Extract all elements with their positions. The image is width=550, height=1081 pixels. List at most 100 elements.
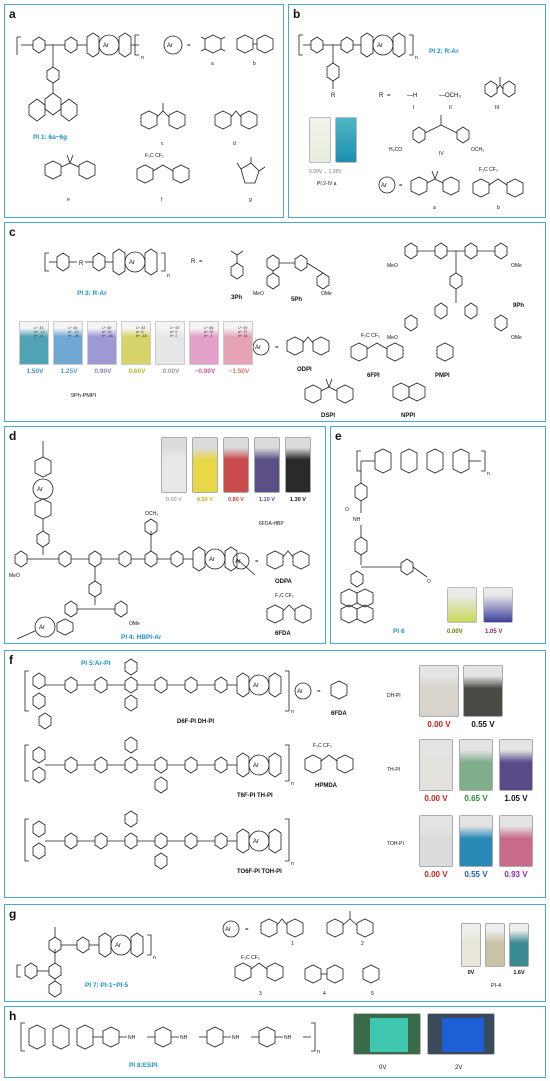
equals-sign: =	[187, 43, 191, 49]
voltage-label: 0V	[467, 970, 475, 976]
voltage-label: 0.00 V	[424, 794, 448, 803]
polymer-label: PI 2: R-Ar	[429, 48, 459, 55]
vial	[223, 437, 249, 493]
ar-label-a: a	[433, 205, 436, 211]
lab-values: L*: 46 a*: -10 b*: -28	[68, 326, 79, 338]
repeat-n: n	[167, 273, 170, 279]
meo-9ph-1: MeO	[387, 263, 398, 269]
name-d6f: D6F-PI DH-PI	[177, 719, 214, 725]
voltage-1: 2V	[455, 1065, 462, 1071]
panel-h: h NH NH NH NH n PI 8:ESPI	[4, 1006, 546, 1078]
panel-a: a Ar n PI 1: 6a~6g Ar =	[4, 4, 284, 218]
ar-label-4: 4	[323, 991, 326, 997]
meo-label: MeO	[9, 573, 20, 579]
roman-ii: II	[449, 105, 452, 111]
ar-label-a: a	[211, 61, 214, 67]
panel-letter: f	[9, 653, 13, 667]
voltage-label: 0.80 V	[228, 497, 244, 503]
equals-sign-2: =	[275, 345, 279, 351]
panel-e: e n NH O O PI	[330, 426, 546, 644]
repeat-n-2: n	[291, 781, 294, 787]
sample-caption: 6FDA-HBP	[259, 521, 284, 527]
nh-2: NH	[180, 1035, 188, 1041]
polymer-label: PI 1: 6a~6g	[33, 134, 67, 141]
vial	[161, 437, 187, 493]
cf3-label: F₃C CF₃	[479, 167, 498, 173]
voltage-label: 1.05 V	[504, 794, 528, 803]
voltage-label: 1.30 V	[290, 497, 306, 503]
ar-row3: Ar	[253, 839, 259, 845]
repeat-n: n	[317, 1049, 320, 1055]
lab-values: L*: 60 a*: 37 b*: 16	[238, 326, 248, 338]
ar-label-b: b	[497, 205, 500, 211]
panel-c: c R Ar n PI 3: R-Ar R = 3Ph MeO OMe 5Ph	[4, 222, 546, 422]
panel-letter: d	[9, 429, 17, 443]
lab-values: L*: 83 a*: 8 b*: -18	[136, 326, 147, 338]
ar-dspi: DSPI	[321, 413, 335, 419]
sample-caption: PI-4	[490, 983, 502, 989]
ar-row2: Ar	[253, 763, 259, 769]
ar-label-b: b	[253, 61, 256, 67]
ar-right: Ar	[209, 557, 215, 563]
vial-neutral	[309, 117, 331, 163]
voltage-label: 0.50 V	[197, 497, 213, 503]
equals-sign: =	[245, 927, 249, 933]
lab-values: L*: 60 a*: 10 b*: -36	[102, 326, 113, 338]
voltage-1: 1.05 V	[485, 629, 502, 635]
voltage-label: 0.00 V	[166, 497, 182, 503]
vial	[285, 437, 311, 493]
meo-9ph-2: MeO	[387, 335, 398, 341]
ar-label-c: c	[161, 141, 164, 147]
panel-letter: c	[9, 225, 16, 239]
ar-circle-label: Ar	[381, 183, 387, 189]
ar-label-f: f	[161, 197, 163, 203]
colour-swatch: L*: 45 a*: -13 b*: -8	[19, 321, 49, 365]
cf3-label: F₃C CF₃	[361, 333, 380, 339]
roman-iv: IV	[439, 151, 444, 157]
sub-9ph: 9Ph	[513, 303, 524, 309]
equals-sign: =	[317, 689, 321, 695]
vial	[254, 437, 280, 493]
voltage-label: −1.50V	[228, 368, 250, 375]
cf3-label: F₃C CF₃	[241, 955, 260, 961]
sample-dh: DH-PI	[387, 693, 401, 699]
ar-circle-label: Ar	[255, 345, 261, 351]
colour-swatch: L*: 60 a*: 37 b*: 16	[223, 321, 253, 365]
repeat-n-3: n	[291, 861, 294, 867]
repeat-n: n	[141, 55, 144, 61]
och3-label: OCH₃	[471, 147, 484, 153]
nh-1: NH	[128, 1035, 136, 1041]
ar-label: Ar	[103, 43, 109, 49]
panel-letter: h	[9, 1009, 17, 1023]
voltage-label: 0.00 V	[424, 870, 448, 879]
ar-odpi: ODPI	[297, 367, 312, 373]
d6f-pi-structure	[24, 658, 290, 730]
film-neutral	[353, 1013, 421, 1055]
repeat-n: n	[153, 955, 156, 961]
panel-c-structures: R Ar n PI 3: R-Ar R = 3Ph MeO OMe 5Ph Me…	[44, 242, 524, 419]
ome-9ph-1: OMe	[511, 263, 522, 269]
vial-oxidized	[335, 117, 357, 163]
ar-odpa: ODPA	[275, 579, 293, 585]
panel-letter: e	[335, 429, 342, 443]
voltage-label: 0.00 V	[427, 720, 451, 729]
panel-e-structures: n NH O O PI 6	[340, 448, 490, 635]
sub-och3: —OCH₃	[439, 93, 461, 99]
cf3-label: F₃C CF₃	[275, 593, 294, 599]
voltage-range: 0.00V→ 1.28V	[309, 169, 342, 175]
roman-i: I	[413, 105, 414, 111]
colour-swatch: L*: 60 a*: 10 b*: -36	[87, 321, 117, 365]
ar-label: Ar	[129, 260, 135, 266]
ar-hpmda: HPMDA	[315, 783, 338, 789]
lab-values: L*: 66 a*: 32 b*: -1	[204, 326, 214, 338]
vial	[499, 739, 533, 791]
repeat-n-1: n	[291, 709, 294, 715]
r-equals: R	[191, 259, 196, 265]
polymer-label: PI 6	[393, 628, 405, 635]
ome-label: OMe	[129, 621, 140, 627]
vial	[459, 815, 493, 867]
panel-letter: b	[293, 7, 301, 21]
panel-a-structures: Ar n PI 1: 6a~6g Ar = a b c d e F₃C CF₃ …	[16, 32, 274, 203]
polymer-label: PI 8:ESPI	[129, 1062, 158, 1069]
